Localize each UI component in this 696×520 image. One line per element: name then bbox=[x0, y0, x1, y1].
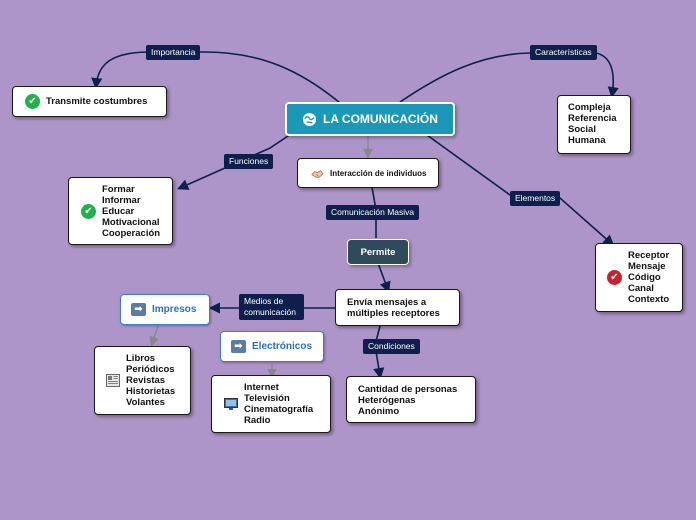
node-caracteristicas[interactable]: Compleja Referencia Social Humana bbox=[557, 95, 631, 154]
tag-importancia[interactable]: Importancia bbox=[146, 45, 201, 60]
node-electronicos-list[interactable]: Internet Televisión Cinematografía Radio bbox=[211, 375, 331, 433]
list-item: Compleja bbox=[568, 102, 611, 113]
list-item: Volantes bbox=[126, 397, 165, 408]
node-transmite[interactable]: ✔ Transmite costumbres bbox=[12, 86, 167, 117]
list-item: Libros bbox=[126, 353, 156, 364]
root-label: LA COMUNICACIÓN bbox=[323, 112, 438, 126]
list-item: Receptor bbox=[628, 250, 670, 261]
arrow-right-icon: ➡ bbox=[231, 340, 246, 353]
node-electronicos[interactable]: ➡ Electrónicos bbox=[220, 331, 324, 362]
tag-caracteristicas[interactable]: Características bbox=[530, 45, 597, 60]
list-item: Código bbox=[628, 272, 661, 283]
tag-elementos[interactable]: Elementos bbox=[510, 191, 561, 206]
node-impresos[interactable]: ➡ Impresos bbox=[120, 294, 210, 325]
tag-comunicacion-masiva[interactable]: Comunicación Masiva bbox=[326, 205, 420, 220]
envia-line-1: Envía mensajes a bbox=[347, 297, 427, 308]
root-node[interactable]: LA COMUNICACIÓN bbox=[285, 102, 455, 136]
list-item: Cantidad de personas bbox=[358, 384, 458, 395]
list-item: Revistas bbox=[126, 375, 166, 386]
list-item: Referencia bbox=[568, 113, 617, 124]
interaccion-label: Interacción de individuos bbox=[330, 168, 427, 178]
link-importancia bbox=[91, 51, 341, 104]
arrow-right-icon: ➡ bbox=[131, 303, 146, 316]
monitor-icon bbox=[224, 397, 238, 411]
list-item: Periódicos bbox=[126, 364, 175, 375]
transmite-label: Transmite costumbres bbox=[46, 96, 148, 107]
electronicos-label: Electrónicos bbox=[252, 341, 313, 352]
link-caracteristicas bbox=[399, 52, 619, 103]
link-impresos-list bbox=[149, 325, 159, 347]
list-item: Radio bbox=[244, 415, 271, 426]
node-funciones[interactable]: ✔ Formar Informar Educar Motivacional Co… bbox=[68, 177, 173, 245]
list-item: Humana bbox=[568, 135, 606, 146]
globe-icon bbox=[302, 112, 317, 127]
list-item: Educar bbox=[102, 205, 135, 217]
list-item: Formar bbox=[102, 183, 135, 195]
node-interaccion[interactable]: Interacción de individuos bbox=[297, 158, 439, 188]
list-item: Internet bbox=[244, 382, 279, 393]
list-item: Cinematografía bbox=[244, 404, 314, 415]
tag-condiciones[interactable]: Condiciones bbox=[363, 339, 420, 354]
check-icon: ✔ bbox=[81, 203, 96, 219]
list-item: Cooperación bbox=[102, 227, 161, 239]
check-red-icon: ✔ bbox=[607, 270, 622, 285]
list-item: Social bbox=[568, 124, 596, 135]
list-item: Informar bbox=[102, 194, 141, 206]
envia-line-2: múltiples receptores bbox=[347, 308, 440, 319]
handshake-icon bbox=[310, 167, 325, 180]
node-envia[interactable]: Envía mensajes a múltiples receptores bbox=[335, 289, 460, 326]
node-elementos[interactable]: ✔ Receptor Mensaje Código Canal Contexto bbox=[595, 243, 683, 312]
impresos-label: Impresos bbox=[152, 304, 197, 315]
tag-medios[interactable]: Medios de comunicación bbox=[239, 294, 304, 320]
newspaper-icon bbox=[106, 374, 120, 387]
tag-funciones[interactable]: Funciones bbox=[224, 154, 274, 169]
node-condiciones[interactable]: Cantidad de personas Heterógenas Anónimo bbox=[346, 376, 476, 423]
list-item: Historietas bbox=[126, 386, 176, 397]
node-impresos-list[interactable]: Libros Periódicos Revistas Historietas V… bbox=[94, 346, 191, 415]
list-item: Heterógenas bbox=[358, 395, 416, 406]
list-item: Anónimo bbox=[358, 406, 400, 417]
list-item: Motivacional bbox=[102, 216, 160, 228]
list-item: Contexto bbox=[628, 294, 670, 305]
link-permite bbox=[377, 262, 391, 294]
list-item: Canal bbox=[628, 283, 654, 294]
list-item: Televisión bbox=[244, 393, 290, 404]
check-icon: ✔ bbox=[25, 94, 40, 109]
node-permite[interactable]: Permite bbox=[347, 239, 409, 265]
list-item: Mensaje bbox=[628, 261, 666, 272]
